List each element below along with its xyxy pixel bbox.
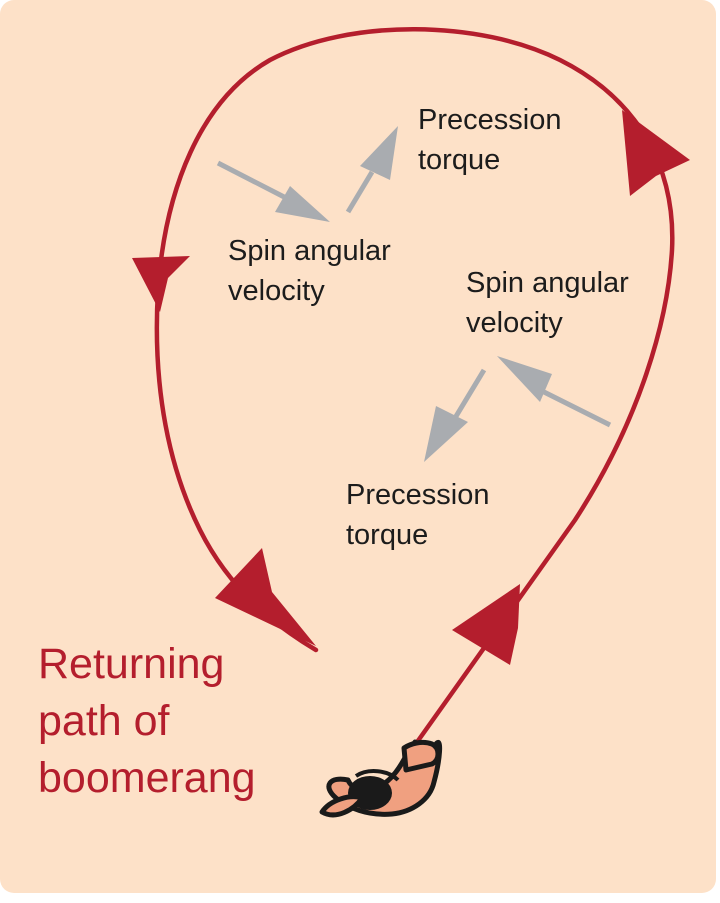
- precession-torque-arrowhead-bottom: [424, 406, 468, 462]
- diagram-caption: Returning path of boomerang: [38, 640, 256, 802]
- precession-torque-label-bottom: Precession torque: [346, 479, 490, 551]
- boomerang-path: [154, 27, 675, 748]
- spin-angular-velocity-label-left: Spin angular velocity: [228, 235, 391, 307]
- spin-angular-velocity-vector-bottom: [538, 387, 612, 428]
- path-arrowhead-bottom-down: [215, 548, 316, 646]
- precession-torque-vector-top: [345, 170, 375, 214]
- path-arrowhead-right-up: [622, 110, 690, 196]
- spin-angular-velocity-vector-top: [216, 160, 292, 203]
- spin-angular-velocity-arrowhead-top: [275, 186, 330, 222]
- hand-throwing-icon: [319, 739, 443, 818]
- precession-torque-arrowhead-top: [360, 126, 398, 180]
- path-arrowhead-launch-up: [452, 584, 520, 665]
- precession-torque-vector-bottom: [452, 368, 487, 420]
- spin-angular-velocity-label-right: Spin angular velocity: [466, 267, 629, 339]
- spin-angular-velocity-arrowhead-bottom: [497, 356, 552, 402]
- precession-torque-label-top: Precession torque: [418, 104, 562, 176]
- path-arrowhead-left-down: [132, 256, 190, 312]
